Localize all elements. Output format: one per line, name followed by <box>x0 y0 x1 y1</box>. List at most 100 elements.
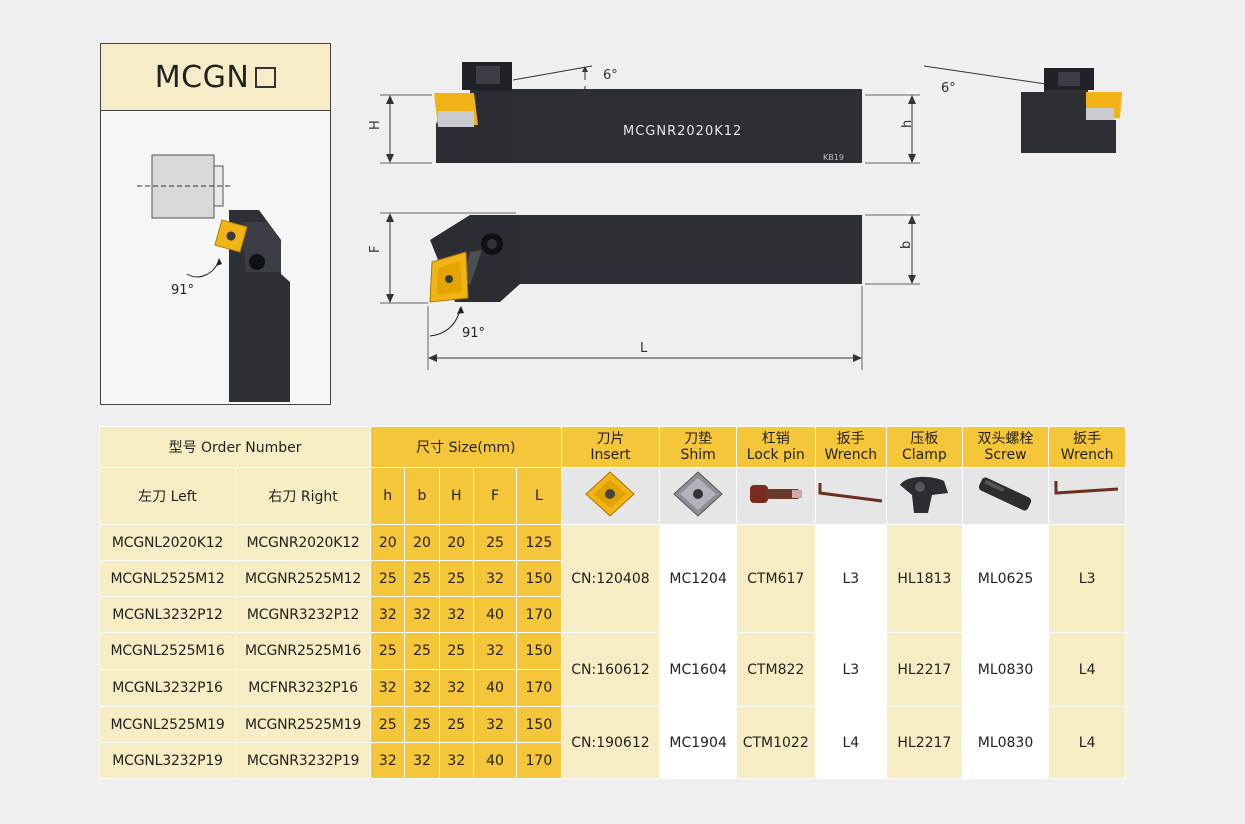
holder-sub-marking: KB19 <box>823 153 844 162</box>
header-screw-cn: 双头螺栓 <box>977 431 1034 447</box>
dim-L-value: 170 <box>516 596 562 633</box>
header-shim-cn: 刀垫 <box>684 431 713 447</box>
header-dim-h: h <box>370 467 406 525</box>
right-part-number: MCGNR3232P12 <box>235 596 372 633</box>
insert-value: CN:190612 <box>560 706 661 779</box>
right-part-number: MCGNR2020K12 <box>235 524 372 561</box>
dim-L-value: 150 <box>516 560 562 597</box>
left-part-number: MCGNL3232P12 <box>98 596 237 633</box>
holder-body-top <box>512 89 862 163</box>
lockpin-value: CTM822 <box>735 632 816 707</box>
dim-F-value: 32 <box>472 706 518 743</box>
dim-H-value: 25 <box>438 706 474 743</box>
left-part-number: MCGNL2525M12 <box>98 560 237 597</box>
table-row: MCGNL2020K12 MCGNR2020K12 20 20 20 25 12… <box>98 524 1126 633</box>
header-right: 右刀 Right <box>235 467 372 525</box>
left-part-number: MCGNL3232P19 <box>98 742 237 779</box>
dim-h-value: 25 <box>370 560 406 597</box>
dim-F-value: 32 <box>472 632 518 670</box>
insert-part-icon <box>585 471 636 517</box>
angle-6-left-label: 6° <box>603 68 618 83</box>
right-part-number: MCGNR2525M16 <box>235 632 372 670</box>
dim-b-value: 20 <box>404 524 440 561</box>
dim-h-value: 20 <box>370 524 406 561</box>
dim-L-value: 170 <box>516 669 562 707</box>
insert-value: CN:120408 <box>560 524 661 633</box>
header-wrench2-cn: 扳手 <box>1073 431 1102 447</box>
header-wrench1-en: Wrench <box>824 447 878 463</box>
insert-top-icon <box>429 251 469 303</box>
holder-marking: MCGNR2020K12 <box>623 124 742 139</box>
insert-part-cell <box>560 467 661 525</box>
model-box: MCGN 91° <box>100 43 331 405</box>
left-part-number: MCGNL2525M19 <box>98 706 237 743</box>
dim-F-value: 32 <box>472 560 518 597</box>
right-part-number: MCGNR3232P19 <box>235 742 372 779</box>
dim-F-value: 25 <box>472 524 518 561</box>
wrench1-part-icon <box>818 483 882 503</box>
table-row: MCGNL3232P19 MCGNR3232P19 32 32 32 40 17… <box>98 742 1126 779</box>
dim-b-value: 25 <box>404 632 440 670</box>
insert-icon <box>214 219 248 253</box>
angle-91-small-label: 91° <box>171 283 194 298</box>
shim-value: MC1204 <box>659 524 737 633</box>
wrench1-value: L4 <box>814 706 888 779</box>
right-part-number: MCGNR2525M12 <box>235 560 372 597</box>
model-title: MCGN <box>101 44 330 111</box>
wrench1-value: L3 <box>814 524 888 633</box>
header-lockpin-cn: 杠销 <box>761 431 790 447</box>
dim-H-value: 32 <box>438 742 474 779</box>
right-part-number: MCFNR3232P16 <box>235 669 372 707</box>
lockpin-value: CTM1022 <box>735 706 816 779</box>
angle-91-main-label: 91° <box>462 326 485 341</box>
header-wrench1-cn: 扳手 <box>836 431 865 447</box>
wrench2-value: L4 <box>1048 706 1126 779</box>
header-dim-b: b <box>404 467 440 525</box>
header-shim-en: Shim <box>680 447 716 463</box>
dim-L-label: L <box>640 341 648 356</box>
dim-L-value: 125 <box>516 524 562 561</box>
wrench1-value: L3 <box>814 632 888 707</box>
holder-end-view <box>1021 88 1116 153</box>
dim-b-label: b <box>899 241 914 249</box>
table-row: MCGNL2525M16 MCGNR2525M16 25 25 25 32 15… <box>98 632 1126 707</box>
header-order-number: 型号 Order Number <box>98 426 372 468</box>
header-dim-H: H <box>438 467 474 525</box>
dim-F-value: 40 <box>472 596 518 633</box>
header-screw-en: Screw <box>984 447 1027 463</box>
table-row: MCGNL2525M12 MCGNR2525M12 25 25 25 32 15… <box>98 560 1126 597</box>
dim-h-value: 32 <box>370 669 406 707</box>
shim-value: MC1604 <box>659 632 737 707</box>
clamp-part-cell <box>886 467 963 525</box>
dim-L-value: 150 <box>516 706 562 743</box>
dim-F-value: 40 <box>472 669 518 707</box>
dim-h-value: 32 <box>370 596 406 633</box>
dim-H-value: 20 <box>438 524 474 561</box>
holder-diagram: H MCGNR2020K12 KB19 6° h 6° <box>368 62 1122 370</box>
dim-h-label: h <box>900 120 915 128</box>
dim-F-value: 40 <box>472 742 518 779</box>
dim-H-label: H <box>368 120 383 130</box>
header-left: 左刀 Left <box>98 467 237 525</box>
header-dim-L: L <box>516 467 562 525</box>
header-size: 尺寸 Size(mm) <box>370 426 562 468</box>
dim-L-value: 170 <box>516 742 562 779</box>
dim-b-value: 32 <box>404 669 440 707</box>
clamp-value: HL2217 <box>886 632 963 707</box>
header-clamp-cn: 压板 <box>910 431 939 447</box>
left-part-number: MCGNL2020K12 <box>98 524 237 561</box>
left-part-number: MCGNL3232P16 <box>98 669 237 707</box>
screw-value: ML0830 <box>961 632 1050 707</box>
wrench2-value: L3 <box>1048 524 1126 633</box>
header-dim-F: F <box>472 467 518 525</box>
right-part-number: MCGNR2525M19 <box>235 706 372 743</box>
clamp-value: HL2217 <box>886 706 963 779</box>
dim-b-value: 32 <box>404 596 440 633</box>
